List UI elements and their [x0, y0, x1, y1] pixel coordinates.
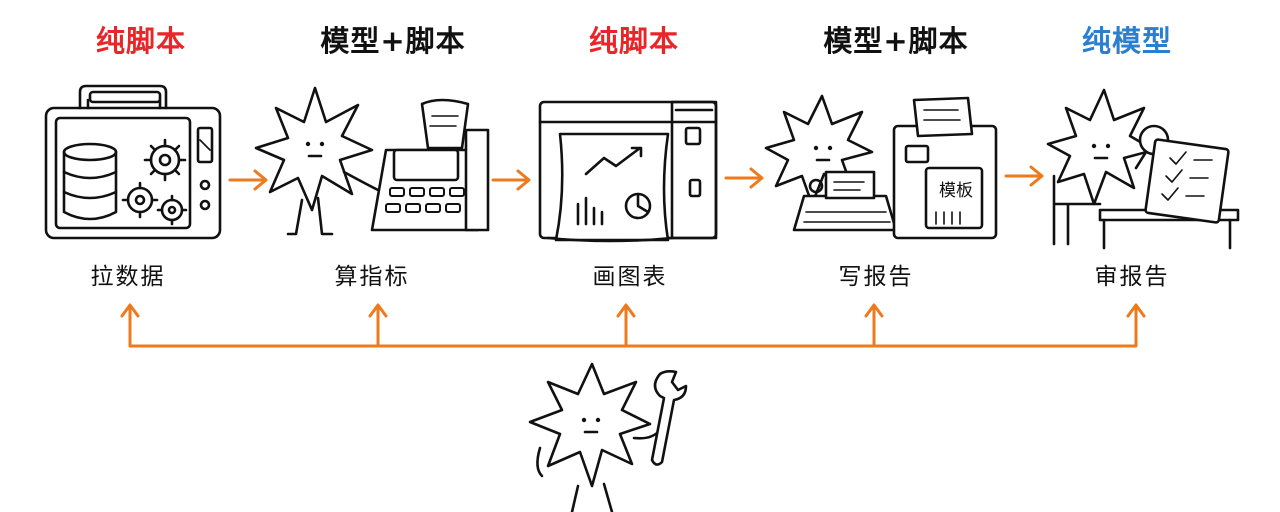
stage-5-type-label: 纯模型: [1081, 24, 1172, 58]
stage-3-type-label: 纯脚本: [588, 24, 679, 58]
stage-5-step-label: 审报告: [1094, 264, 1170, 290]
stage-4-step-label: 写报告: [838, 264, 914, 290]
feedback-connector: [120, 303, 1146, 348]
stage-1-step-label: 拉数据: [90, 264, 166, 290]
calculator-icon: [254, 86, 490, 236]
typewriter-template-icon: [764, 94, 998, 240]
wrench-icon: [528, 362, 688, 512]
flow-arrow-2: [491, 169, 531, 191]
template-text: 模板: [939, 181, 973, 201]
flow-arrow-1: [228, 169, 268, 191]
stage-2-step-label: 算指标: [334, 264, 410, 290]
stage-4-type-label: 模型+脚本: [823, 24, 969, 58]
stage-1-type-label: 纯脚本: [95, 24, 186, 58]
flow-arrow-4: [1004, 165, 1044, 187]
magnifier-clipboard-icon: [1046, 88, 1240, 250]
database-gear-machine-icon: [44, 84, 222, 240]
chart-printer-icon: [538, 100, 718, 243]
stage-3-step-label: 画图表: [592, 264, 668, 290]
flow-arrow-3: [724, 167, 764, 189]
stage-2-type-label: 模型+脚本: [320, 24, 466, 58]
